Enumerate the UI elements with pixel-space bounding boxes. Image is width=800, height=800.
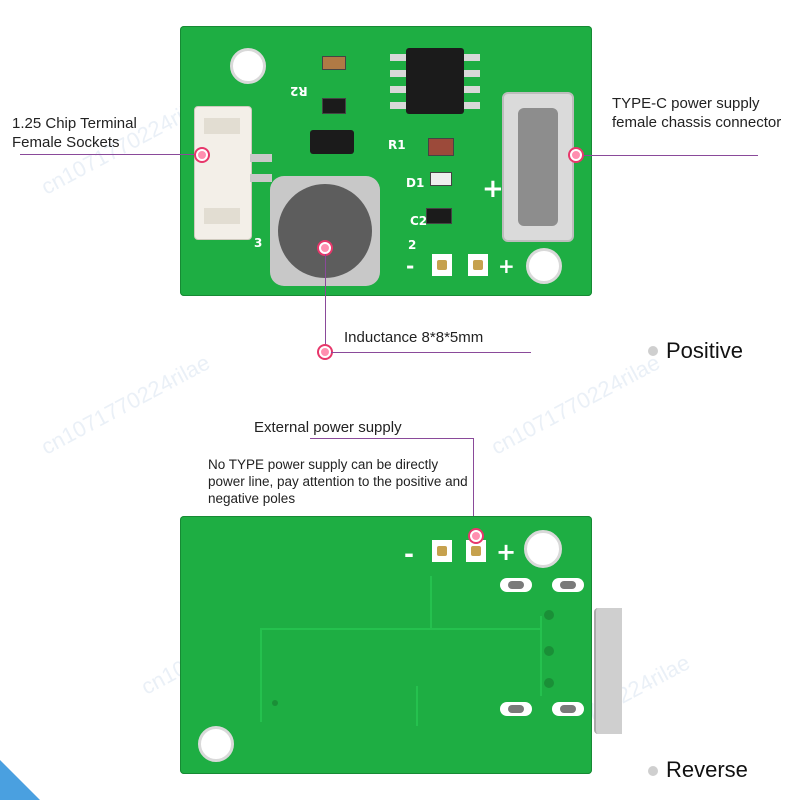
product-photo: cn1071770224rilae cn1071770224rilae cn10… — [12, 12, 788, 788]
slot-pad — [552, 578, 584, 592]
ic-chip — [406, 48, 464, 114]
label-reverse: Reverse — [666, 757, 748, 782]
watermark: cn1071770224rilae — [36, 349, 214, 460]
label-chip-terminal: 1.25 Chip Terminal Female Sockets — [12, 115, 137, 151]
mount-hole — [524, 530, 562, 568]
pad-negative-back — [432, 540, 452, 562]
marker-dot — [196, 149, 208, 161]
label-inductance: Inductance 8*8*5mm — [344, 329, 484, 346]
slot-pad — [552, 702, 584, 716]
silk-minus: - — [406, 254, 415, 278]
pad-positive — [468, 254, 488, 276]
silk-3: 3 — [254, 236, 263, 250]
silk-minus-back: - — [404, 540, 414, 568]
pcb-back: - + — [180, 516, 622, 774]
silk-r1: R1 — [388, 138, 406, 152]
leader-line — [310, 438, 474, 439]
typec-shell-back — [594, 608, 622, 734]
silk-plus-back: + — [496, 538, 517, 566]
mount-hole — [526, 248, 562, 284]
marker-dot — [319, 346, 331, 358]
marker-dot — [470, 530, 482, 542]
pcb-front: R2 R1 D1 C2 + - + 3 2 1 — [180, 26, 592, 296]
label-note: No TYPE power supply can be directly pow… — [208, 457, 468, 506]
silk-d1: D1 — [406, 176, 425, 190]
silk-plus-pad: + — [498, 254, 515, 278]
marker-dot — [570, 149, 582, 161]
leader-line — [325, 254, 326, 350]
silk-c2: C2 — [410, 214, 428, 228]
leader-line — [473, 438, 474, 534]
silk-plus: + — [482, 174, 504, 204]
marker-dot — [319, 242, 331, 254]
corner-decoration — [0, 760, 40, 800]
silk-2: 2 — [408, 238, 417, 252]
bullet — [648, 766, 658, 776]
leader-line — [578, 155, 758, 156]
leader-line — [20, 154, 202, 155]
mount-hole — [198, 726, 234, 762]
label-positive: Positive — [666, 338, 744, 363]
silk-r2: R2 — [290, 84, 308, 98]
watermark: cn1071770224rilae — [486, 349, 664, 460]
leader-line — [331, 352, 531, 353]
pad-negative — [432, 254, 452, 276]
label-typec: TYPE-C power supply female chassis conne… — [612, 95, 782, 131]
mount-hole — [230, 48, 266, 84]
pad-positive-back — [466, 540, 486, 562]
slot-pad — [500, 578, 532, 592]
slot-pad — [500, 702, 532, 716]
label-external: External power supply — [254, 419, 402, 436]
bullet — [648, 346, 658, 356]
